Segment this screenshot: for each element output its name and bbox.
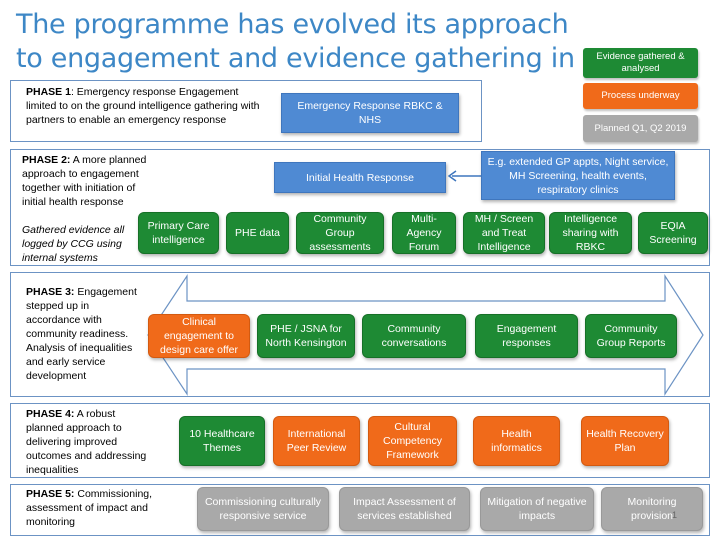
phase3-text: Engagement stepped up in accordance with… [26,286,137,382]
phase1-emergency-response-label: Emergency Response RBKC & NHS [297,100,443,126]
phase2-item-phe-data: PHE data [226,212,289,254]
phase2-note: Gathered evidence all logged by CCG usin… [22,224,125,264]
legend-process-underway: Process underway [583,83,698,109]
phase3-item-label: Engagement responses [496,323,557,349]
phase4-text: A robust planned approach to delivering … [26,408,147,476]
phase2-description: PHASE 2: A more planned approach to enga… [22,153,154,209]
phase3-item-label: Clinical engagement to design care offer [159,316,239,356]
legend-evidence-gathered: Evidence gathered & analysed [583,48,698,78]
slide-title: The programme has evolved its approach t… [16,9,575,108]
phase2-label: PHASE 2: [22,154,71,166]
phase2-item-eqia: EQIA Screening [638,212,708,254]
legend-evidence-gathered-label: Evidence gathered & analysed [596,51,685,74]
phase2-item-primary-care: Primary Care intelligence [138,212,219,254]
phase4-item-label: International Peer Review [286,428,347,454]
phase4-item-health-recovery-plan: Health Recovery Plan [581,416,669,466]
phase5-item-label: Impact Assessment of services establishe… [353,496,456,522]
phase2-item-mh-screen: MH / Screen and Treat Intelligence [463,212,545,254]
phase2-item-label: Community Group assessments [309,213,371,253]
phase2-item-intelligence-sharing: Intelligence sharing with RBKC [549,212,632,254]
page-number: 1 [672,510,678,520]
legend-planned-label: Planned Q1, Q2 2019 [594,122,687,134]
phase5-description: PHASE 5: Commissioning, assessment of im… [26,487,166,529]
phase3-item-label: PHE / JSNA for North Kensington [265,323,347,349]
phase1-description: PHASE 1: Emergency response Engagement l… [26,85,266,127]
phase4-item-label: Health informatics [491,428,542,454]
phase4-item-label: 10 Healthcare Themes [189,428,255,454]
phase2-item-label: EQIA Screening [649,220,697,246]
phase3-description: PHASE 3: Engagement stepped up in accord… [26,285,142,383]
arrow-left-icon [447,170,482,182]
phase4-item-label: Cultural Competency Framework [383,421,442,461]
phase3-item-clinical-engagement: Clinical engagement to design care offer [148,314,250,358]
phase4-item-health-informatics: Health informatics [473,416,560,466]
phase4-item-healthcare-themes: 10 Healthcare Themes [179,416,265,466]
phase2-text: A more planned approach to engagement to… [22,154,147,208]
phase2-item-label: Intelligence sharing with RBKC [562,213,619,253]
phase5-item-impact-assessment: Impact Assessment of services establishe… [339,487,470,531]
legend-process-underway-label: Process underway [601,90,680,101]
phase4-item-peer-review: International Peer Review [273,416,360,466]
phase1-emergency-response-box: Emergency Response RBKC & NHS [281,93,459,133]
phase2-item-community-group: Community Group assessments [296,212,384,254]
phase4-item-cultural-competency: Cultural Competency Framework [368,416,457,466]
phase5-item-label: Monitoring provision [627,496,677,522]
phase3-item-phe-jsna: PHE / JSNA for North Kensington [257,314,355,358]
initial-health-response-label: Initial Health Response [306,171,414,184]
health-examples-label: E.g. extended GP appts, Night service, M… [487,155,669,196]
phase5-label: PHASE 5: [26,488,75,500]
phase3-item-label: Community Group Reports [596,323,666,349]
initial-health-response-box: Initial Health Response [274,162,446,193]
phase2-item-label: PHE data [235,227,280,239]
phase2-item-label: Multi-Agency Forum [406,213,442,253]
legend-planned: Planned Q1, Q2 2019 [583,115,698,142]
phase1-text: : Emergency response Engagement limited … [26,86,260,126]
phase5-item-label: Commissioning culturally responsive serv… [204,496,322,522]
phase2-item-label: Primary Care intelligence [147,220,210,246]
phase3-item-label: Community conversations [381,323,447,349]
phase5-item-monitoring: Monitoring provision [601,487,703,531]
phase5-item-commissioning: Commissioning culturally responsive serv… [197,487,329,531]
phase4-label: PHASE 4: [26,408,75,420]
phase3-label: PHASE 3: [26,286,75,298]
phase5-item-mitigation: Mitigation of negative impacts [480,487,594,531]
phase1-label: PHASE 1 [26,86,71,98]
phase3-item-community-group-reports: Community Group Reports [585,314,677,358]
health-examples-box: E.g. extended GP appts, Night service, M… [481,151,675,200]
phase4-description: PHASE 4: A robust planned approach to de… [26,407,154,477]
phase3-item-community-conversations: Community conversations [362,314,466,358]
phase3-item-engagement-responses: Engagement responses [475,314,578,358]
phase2-item-multi-agency: Multi-Agency Forum [392,212,456,254]
phase5-item-label: Mitigation of negative impacts [487,496,587,522]
phase5-text: Commissioning, assessment of impact and … [26,488,153,528]
phase4-item-label: Health Recovery Plan [586,428,664,454]
phase2-item-label: MH / Screen and Treat Intelligence [474,213,534,253]
